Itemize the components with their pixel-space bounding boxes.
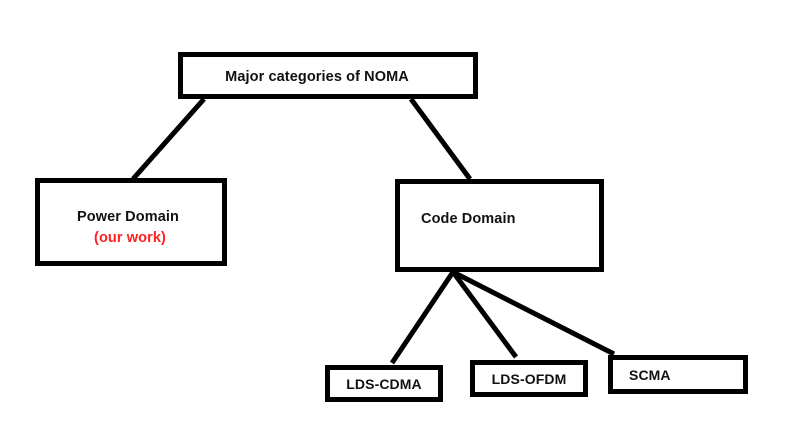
- node-scma: SCMA: [608, 355, 748, 394]
- node-root-content: Major categories of NOMA: [183, 68, 473, 86]
- node-root-label: Major categories of NOMA: [225, 69, 409, 85]
- edge-code-domain-to-lds-ofdm: [450, 270, 519, 359]
- node-code-domain-label: Code Domain: [421, 211, 516, 227]
- node-power-domain: Power Domain (our work): [35, 178, 227, 266]
- node-major-categories-of-noma: Major categories of NOMA: [178, 52, 478, 99]
- node-lds-cdma-label: LDS-CDMA: [346, 376, 422, 392]
- node-code-domain: Code Domain: [395, 179, 604, 272]
- node-lds-ofdm-label: LDS-OFDM: [491, 371, 567, 387]
- node-lds-ofdm-content: LDS-OFDM: [475, 371, 583, 389]
- node-lds-cdma-content: LDS-CDMA: [330, 376, 438, 394]
- node-scma-content: SCMA: [613, 367, 743, 385]
- edge-root-to-code-domain: [408, 97, 473, 181]
- edge-root-to-power-domain: [131, 97, 206, 181]
- node-power-domain-sublabel: (our work): [94, 230, 166, 247]
- edge-code-domain-to-scma: [451, 269, 616, 357]
- node-lds-cdma: LDS-CDMA: [325, 365, 443, 402]
- node-power-domain-content: Power Domain (our work): [40, 208, 222, 247]
- edge-code-domain-to-lds-cdma: [389, 270, 456, 365]
- node-code-domain-content: Code Domain: [400, 210, 599, 228]
- node-lds-ofdm: LDS-OFDM: [470, 360, 588, 397]
- node-power-domain-label: Power Domain: [77, 209, 179, 225]
- node-scma-label: SCMA: [629, 367, 671, 383]
